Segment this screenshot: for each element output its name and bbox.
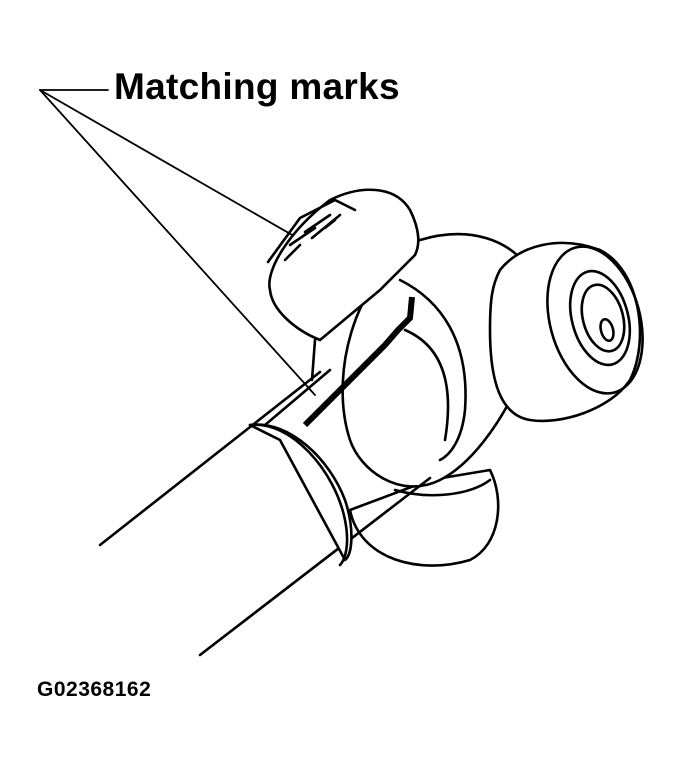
figure-id: G02368162 — [37, 678, 152, 701]
bearing-cap-right — [488, 241, 644, 423]
matching-mark — [302, 296, 415, 428]
lower-yoke-ear — [348, 468, 500, 567]
propeller-shaft — [98, 368, 432, 657]
bearing-cap-top — [266, 188, 420, 382]
callout-label: Matching marks — [114, 66, 400, 107]
